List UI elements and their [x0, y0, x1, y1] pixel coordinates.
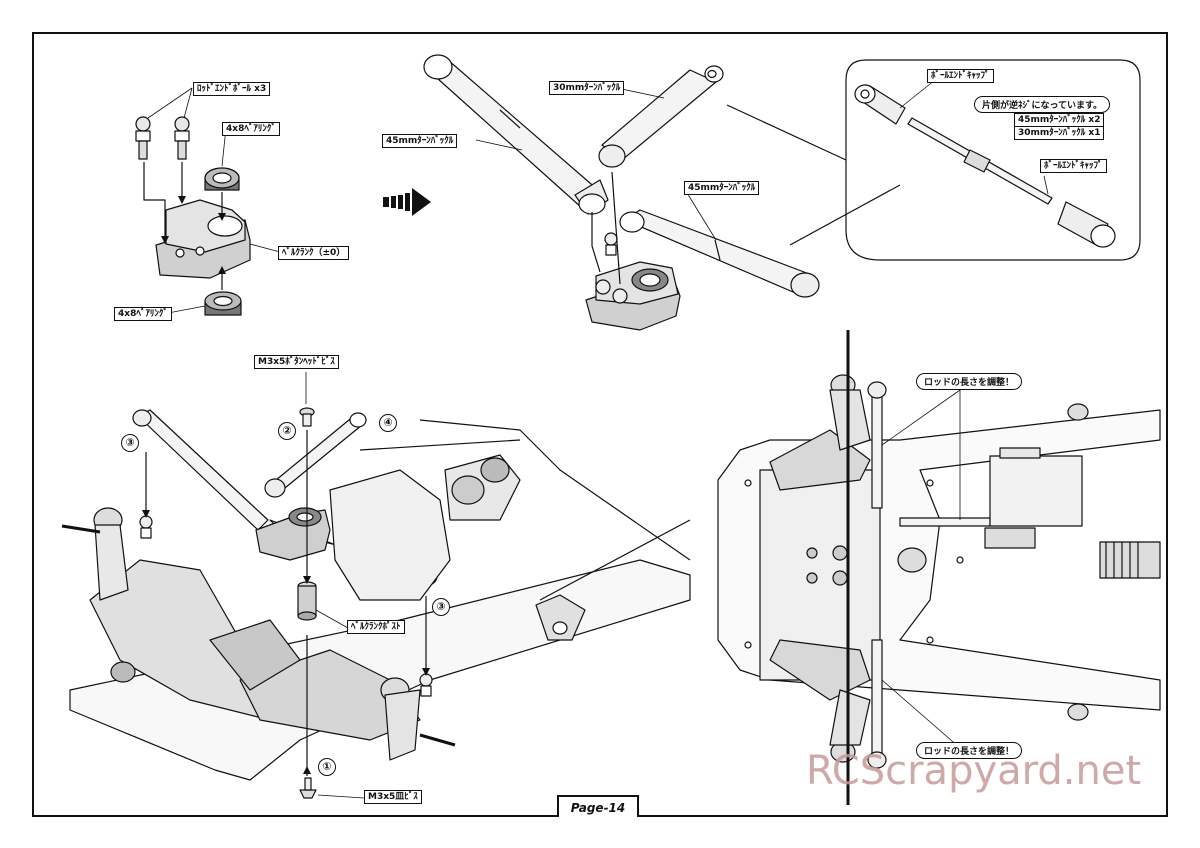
label-bell-crank-post: ﾍﾞﾙｸﾗﾝｸﾎﾟｽﾄ	[347, 620, 405, 634]
bell-crank-post	[297, 581, 317, 621]
turnbuckle-installed-30	[264, 412, 367, 498]
turnbuckle-45-right	[619, 209, 820, 298]
hub-right	[380, 677, 456, 761]
bell-crank-exploded	[135, 87, 281, 316]
button-head-screw	[299, 407, 315, 427]
label-turnbuckle-30: 30mmﾀｰﾝﾊﾞｯｸﾙ	[549, 81, 625, 95]
label-countersunk-screw: M3x5皿ﾋﾞｽ	[364, 790, 422, 804]
ball-stud-left	[139, 515, 153, 539]
turnbuckle-installed-left	[132, 409, 269, 531]
step-number-4: ④	[379, 414, 397, 432]
rod-end-ball-1	[135, 116, 151, 160]
bearing-bottom	[204, 291, 242, 316]
hub-left	[93, 507, 136, 683]
bell-crank-assembled	[423, 54, 820, 331]
turnbuckle-detail-rod	[907, 117, 1053, 205]
label-turnbuckle-qty-45: 45mmﾀｰﾝﾊﾞｯｸﾙ x2	[1014, 113, 1105, 127]
shock	[1099, 541, 1161, 579]
label-turnbuckle-qty-30: 30mmﾀｰﾝﾊﾞｯｸﾙ x1	[1014, 126, 1105, 140]
turnbuckle-30	[598, 65, 724, 168]
label-rod-end-ball: ﾛｯﾄﾞｴﾝﾄﾞﾎﾞｰﾙ x3	[193, 82, 271, 96]
label-button-screw: M3x5ﾎﾞﾀﾝﾍｯﾄﾞﾋﾞｽ	[254, 355, 339, 369]
bell-crank-installed	[255, 507, 331, 561]
bearing-top	[204, 167, 240, 191]
label-turnbuckle-45-right: 45mmﾀｰﾝﾊﾞｯｸﾙ	[684, 181, 760, 195]
servo-mount	[535, 594, 586, 641]
ball-stud-right	[419, 673, 433, 697]
label-bell-crank: ﾍﾞﾙｸﾗﾝｸ（±0）	[278, 246, 350, 260]
chassis-iso	[61, 372, 691, 799]
bell-crank-body-assembled	[585, 232, 681, 331]
label-bearing-bottom: 4x8ﾍﾞｱﾘﾝｸﾞ	[114, 307, 172, 321]
gearbox	[329, 454, 521, 601]
process-arrow	[383, 188, 431, 216]
ball-end-cap-top	[854, 84, 906, 125]
label-ball-end-cap-top: ﾎﾞｰﾙｴﾝﾄﾞｷｬｯﾌﾟ	[927, 69, 994, 83]
countersunk-screw	[299, 777, 317, 799]
label-adjust-rod-bottom: ロッドの長さを調整！	[916, 742, 1023, 759]
label-ball-end-cap-bottom: ﾎﾞｰﾙｴﾝﾄﾞｷｬｯﾌﾟ	[1040, 159, 1107, 173]
step-number-3-right: ③	[432, 598, 450, 616]
bell-crank-body	[155, 199, 251, 279]
ball-end-cap-bottom	[1057, 201, 1116, 248]
step-number-3-left: ③	[121, 434, 139, 452]
label-adjust-rod-top: ロッドの長さを調整！	[916, 373, 1023, 390]
label-turnbuckle-45-left: 45mmﾀｰﾝﾊﾞｯｸﾙ	[382, 134, 458, 148]
servo	[984, 447, 1083, 549]
watermark: RCScrapyard.net	[806, 748, 1142, 794]
label-reverse-thread: 片側が逆ﾈｼﾞになっています。	[974, 96, 1111, 113]
rod-end-ball-2	[174, 116, 190, 160]
step-number-1: ①	[318, 758, 336, 776]
page-number: Page-14	[557, 795, 639, 817]
step-number-2: ②	[278, 422, 296, 440]
label-bearing-top: 4x8ﾍﾞｱﾘﾝｸﾞ	[222, 122, 280, 136]
chassis-top-view	[717, 330, 1161, 805]
